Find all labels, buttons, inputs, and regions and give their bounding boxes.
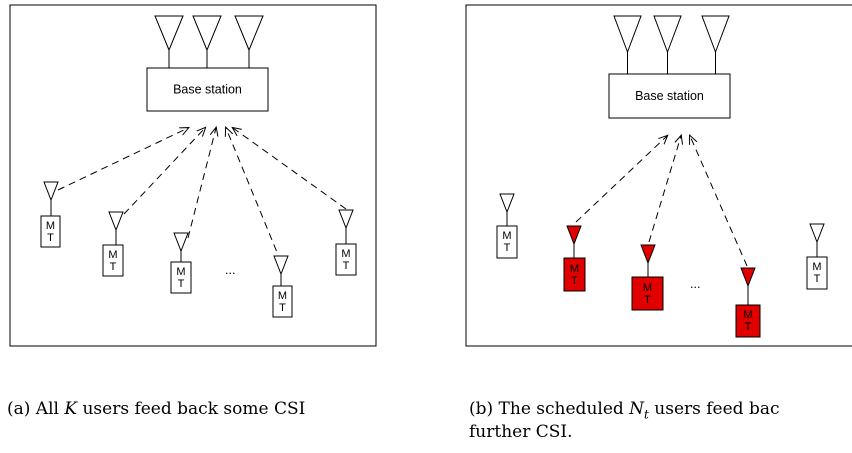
antenna-icon <box>234 15 264 68</box>
terminal-label-m: M <box>46 220 55 232</box>
feedback-arrows-a <box>57 128 347 263</box>
mobile-terminal-scheduled <box>563 225 586 292</box>
caption-b-line2: further CSI. <box>469 422 573 442</box>
caption-a-var: K <box>64 399 78 419</box>
antenna-icon <box>43 181 59 202</box>
feedback-arrow <box>575 136 667 223</box>
bs-antennas-b <box>613 15 730 74</box>
caption-b-suffix: users feed bac <box>648 399 780 419</box>
caption-a: (a) All K users feed back some CSI <box>7 399 305 419</box>
antenna-icon <box>653 15 682 74</box>
feedback-arrow <box>57 128 188 191</box>
feedback-arrow <box>123 128 205 215</box>
caption-b-sub: t <box>644 407 649 422</box>
antenna-icon <box>273 255 289 276</box>
base-station-label: Base station <box>635 89 704 103</box>
feedback-arrow <box>226 128 282 263</box>
antenna-icon <box>701 15 730 74</box>
mobile-terminal-idle <box>496 193 518 259</box>
bs-antennas-a <box>154 15 264 68</box>
caption-b-prefix: (b) The scheduled <box>469 399 630 419</box>
mobile-terminal-idle <box>806 223 828 290</box>
base-station-label: Base station <box>173 83 242 97</box>
feedback-arrow <box>187 128 216 239</box>
mobile-terminal <box>102 211 124 277</box>
antenna-icon <box>809 223 825 244</box>
antenna-icon <box>566 225 582 246</box>
caption-b: (b) The scheduled Nt users feed bac <box>469 399 780 421</box>
antenna-icon <box>108 211 124 232</box>
antenna-icon <box>192 15 222 68</box>
antenna-icon <box>613 15 642 74</box>
mobile-terminal-scheduled <box>631 244 664 311</box>
ellipsis: ... <box>690 277 700 291</box>
antenna-icon <box>499 193 515 214</box>
feedback-arrow <box>648 136 681 243</box>
mobile-terminal <box>170 232 192 294</box>
feedback-arrows-b <box>575 136 748 267</box>
antenna-icon <box>173 232 189 253</box>
antenna-icon <box>338 209 354 230</box>
base-station-box <box>146 67 269 112</box>
caption-b-var: N <box>629 399 645 419</box>
antenna-icon <box>740 267 756 288</box>
panel-a: Base station <box>9 4 377 347</box>
panel-a-frame <box>9 4 377 347</box>
mobile-terminal <box>335 209 357 276</box>
panel-b-frame <box>465 4 852 347</box>
terminal-label-t: T <box>47 232 54 244</box>
mobile-terminal <box>272 255 293 318</box>
feedback-arrow <box>233 128 347 210</box>
ellipsis: ... <box>225 263 235 277</box>
antenna-icon <box>640 244 656 265</box>
antenna-icon <box>154 15 184 68</box>
caption-a-prefix: (a) All <box>7 399 65 419</box>
mobile-terminal-scheduled <box>735 267 761 338</box>
feedback-arrow <box>690 136 748 267</box>
mobile-terminal <box>40 181 61 248</box>
base-station-box <box>608 73 731 119</box>
caption-a-suffix: users feed back some CSI <box>77 399 306 419</box>
